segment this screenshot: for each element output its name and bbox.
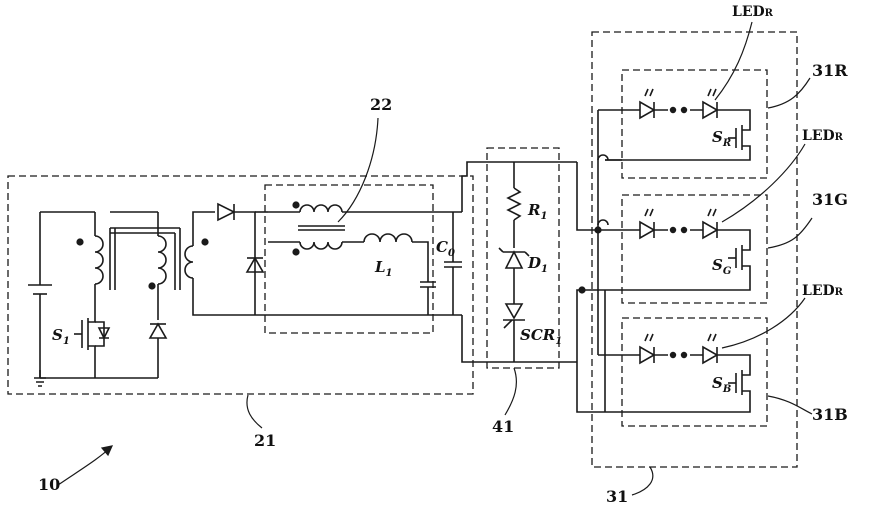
led-unit-g	[598, 208, 751, 291]
label-s1: S1	[52, 326, 70, 347]
label-sb-sub: B	[722, 384, 731, 395]
leader-lines	[57, 21, 813, 496]
label-sg-sub: G	[723, 266, 732, 277]
label-c0: C0	[436, 238, 455, 259]
label-31b: 31B	[812, 405, 848, 424]
label-21: 21	[254, 431, 276, 450]
label-31r: 31R	[812, 61, 848, 80]
label-sg-main: S	[712, 256, 723, 274]
led-unit-b-outline	[621, 317, 768, 427]
led-unit-r	[598, 88, 751, 161]
label-scr1-sub: 1	[555, 336, 562, 347]
label-led-mid-sub: R	[835, 132, 844, 143]
label-r1: R1	[527, 201, 547, 222]
label-l1: L1	[374, 258, 393, 279]
label-led-top-sub: R	[765, 8, 774, 19]
label-sb-main: S	[712, 374, 723, 392]
label-d1: D1	[527, 254, 548, 275]
label-led-mid-main: LED	[802, 128, 835, 144]
label-31: 31	[606, 487, 628, 506]
label-scr1: SCR1	[520, 326, 562, 347]
label-sg: SG	[712, 256, 732, 277]
led-unit-r-outline	[621, 69, 768, 179]
label-scr1-main: SCR	[520, 326, 555, 344]
label-r1-sub: 1	[540, 211, 547, 222]
label-sr-main: S	[712, 128, 723, 146]
label-10: 10	[38, 475, 60, 494]
converter-block-outline	[7, 175, 474, 395]
label-s1-sub: 1	[63, 336, 70, 347]
protection-circuit	[498, 161, 577, 363]
label-l1-main: L	[374, 258, 386, 276]
label-31g: 31G	[812, 190, 848, 209]
label-c0-sub: 0	[448, 248, 455, 259]
label-22: 22	[370, 95, 392, 114]
label-sb: SB	[712, 374, 731, 395]
label-d1-sub: 1	[541, 264, 548, 275]
label-led-mid: LEDR	[802, 128, 844, 144]
label-41: 41	[492, 417, 514, 436]
label-l1-sub: 1	[386, 268, 393, 279]
label-d1-main: D	[527, 254, 541, 272]
led-unit-b	[598, 333, 751, 413]
primary-circuit	[28, 211, 265, 387]
label-led-bottom-sub: R	[835, 287, 844, 298]
label-s1-main: S	[52, 326, 63, 344]
label-led-top-main: LED	[732, 4, 765, 20]
label-r1-main: R	[527, 201, 540, 219]
coupled-inductor-block-outline	[264, 184, 434, 334]
label-led-bottom-main: LED	[802, 283, 835, 299]
secondary-circuit	[217, 161, 530, 363]
led-module-wiring	[576, 110, 622, 413]
label-sr: SR	[712, 128, 731, 149]
protection-block-outline	[486, 147, 560, 369]
led-unit-g-outline	[621, 194, 768, 304]
led-module-outline	[591, 31, 798, 468]
label-sr-sub: R	[722, 138, 731, 149]
label-led-top: LEDR	[732, 4, 774, 20]
label-led-bottom: LEDR	[802, 283, 844, 299]
label-c0-main: C	[436, 238, 448, 256]
